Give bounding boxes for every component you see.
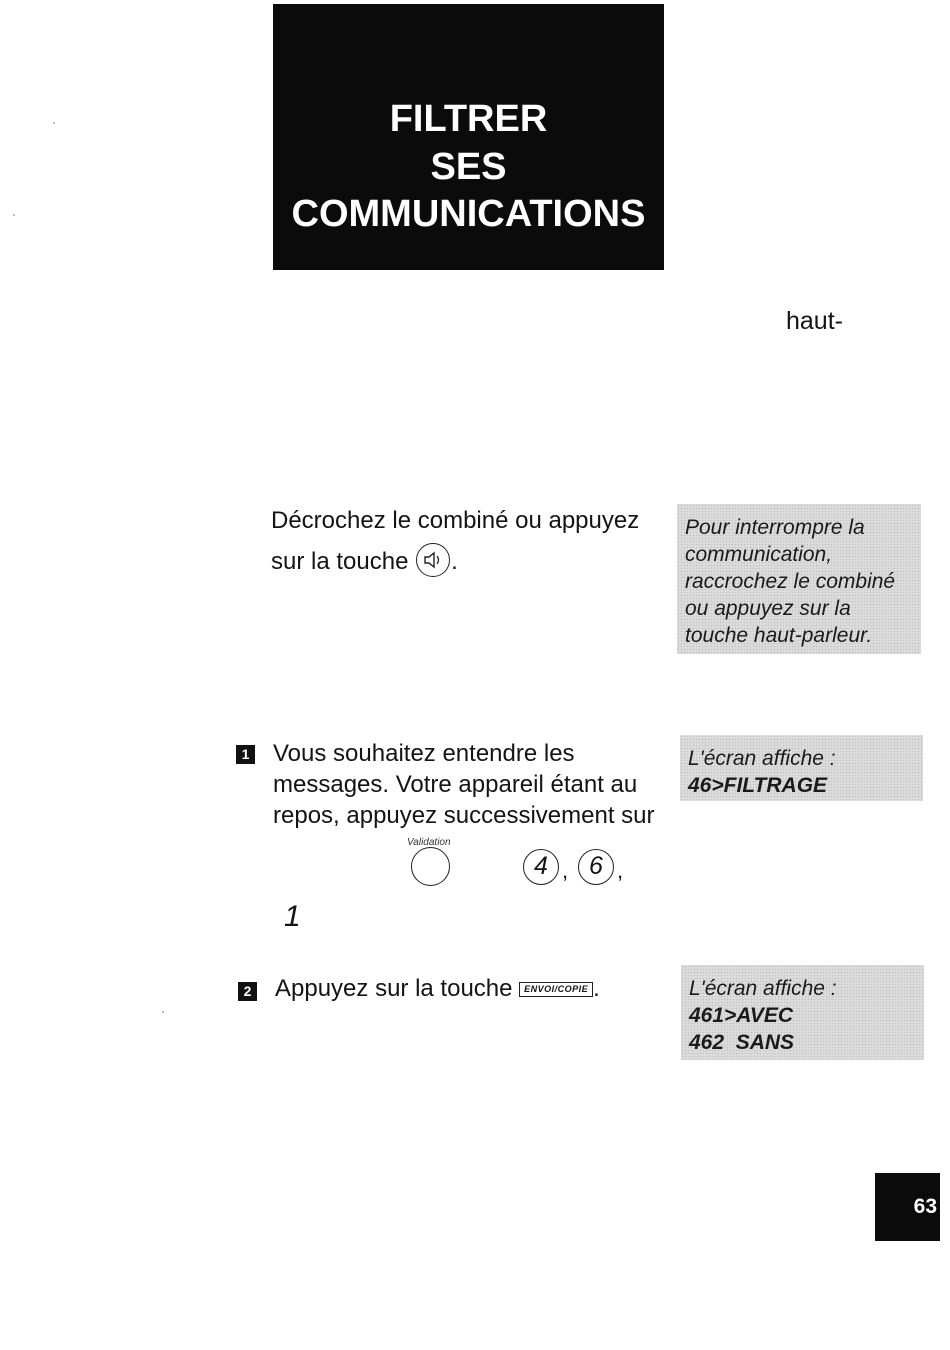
title-line-1: FILTRER — [389, 98, 548, 140]
step-2-marker: 2 — [238, 982, 257, 1001]
note-hangup-box: Pour interrompre la communication, raccr… — [677, 504, 921, 654]
step-2-text-before: Appuyez sur la touche — [275, 975, 520, 1002]
separator-comma: , — [562, 858, 569, 883]
page-number: 63 — [875, 1173, 940, 1241]
separator-comma: , — [617, 858, 624, 883]
note-line: Pour interrompre la — [685, 516, 865, 539]
intro-text-after: . — [451, 548, 458, 575]
speaker-icon — [416, 543, 451, 577]
step-1-marker: 1 — [236, 745, 255, 764]
envoi-copie-key: ENVOI/COPIE — [519, 982, 594, 997]
digit-1: 1 — [284, 900, 301, 933]
title-block: FILTRER SES COMMUNICATIONS — [273, 4, 664, 270]
screen-display-box-2: L'écran affiche : 461>AVEC 462 SANS — [681, 965, 924, 1060]
note-line: raccrochez le combiné — [685, 570, 896, 593]
step-1-text: Vous souhaitez entendre les messages. Vo… — [273, 740, 655, 829]
intro-text-before: Décrochez le combiné ou appuyez sur la t… — [271, 507, 640, 575]
screen-value: 46>FILTRAGE — [688, 774, 828, 797]
title-line-3: COMMUNICATIONS — [291, 193, 646, 235]
note-line: ou appuyez sur la — [685, 597, 851, 620]
text-fragment: haut- — [786, 307, 843, 335]
title-line-2: SES — [430, 146, 507, 188]
scan-speck — [162, 1011, 164, 1013]
screen-line-2: 462 SANS — [689, 1031, 795, 1054]
key-4-icon: 4 — [523, 849, 559, 885]
scan-speck — [53, 122, 55, 124]
note-line: touche haut-parleur. — [685, 624, 873, 647]
screen-line-1: 461>AVEC — [689, 1004, 794, 1027]
validation-key-icon — [411, 847, 450, 886]
step-2-text: Appuyez sur la touche ENVOI/COPIE. — [275, 973, 600, 1004]
validation-label: Validation — [407, 837, 451, 848]
intro-paragraph: Décrochez le combiné ou appuyez sur la t… — [271, 500, 671, 582]
step-2-text-after: . — [593, 975, 600, 1002]
screen-label: L'écran affiche : — [689, 977, 837, 1000]
key-6-icon: 6 — [578, 849, 614, 885]
screen-label: L'écran affiche : — [688, 747, 836, 770]
screen-display-box-1: L'écran affiche : 46>FILTRAGE — [680, 735, 923, 801]
note-line: communication, — [685, 543, 833, 566]
scan-speck — [13, 214, 15, 216]
